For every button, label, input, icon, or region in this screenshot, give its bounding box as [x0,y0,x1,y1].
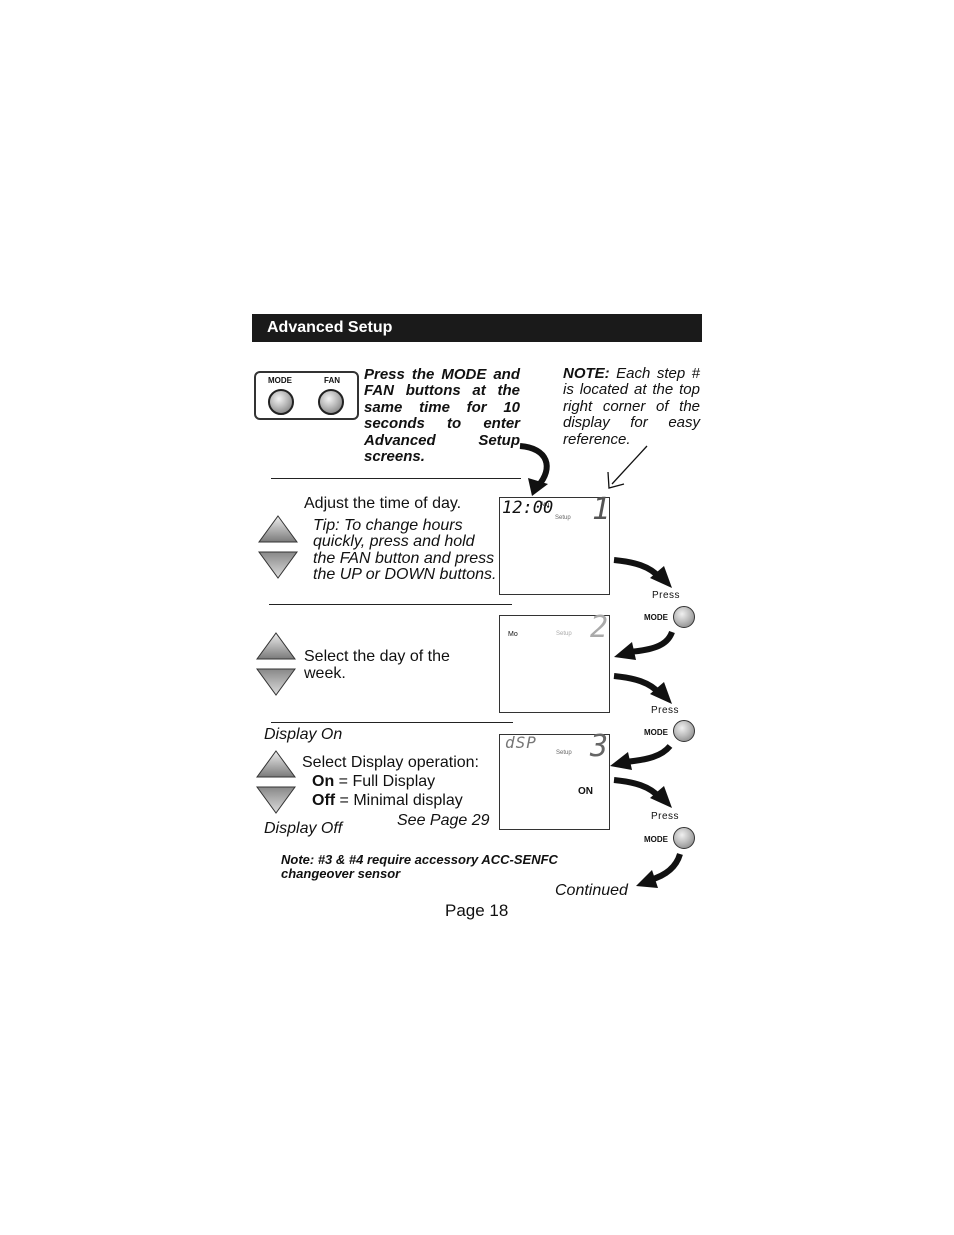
pointer-arrow-icon [607,445,648,489]
display-on-option: On = Full Display [312,773,435,790]
up-arrow-button[interactable] [258,515,298,543]
lcd-step-number: 1 [592,492,611,527]
continued-label: Continued [555,882,628,899]
display-on-label: Display On [264,726,343,743]
lcd-display-step1: 12:00 Am Setup 1 [499,492,610,595]
section-header: Advanced Setup [252,314,702,342]
lcd-display-step2: Mo Setup 2 [499,610,610,713]
curved-arrow-icon [636,852,683,888]
mode-button[interactable] [673,720,695,742]
note-label: NOTE: [563,365,610,382]
down-arrow-button[interactable] [256,786,296,814]
curved-arrow-icon [610,744,673,770]
accessory-footnote: Note: #3 & #4 require accessory ACC-SENF… [281,852,558,881]
lcd-display-step3: dSP Setup 3 ON [499,729,610,830]
mode-label: MODE [644,613,668,622]
mode-button-label: MODE [268,376,292,385]
mode-fan-button-panel: MODE FAN [254,371,359,420]
curved-arrow-icon [613,557,672,588]
off-option-label: Off [312,792,336,809]
press-label: Press [652,590,681,601]
divider [269,604,512,605]
press-label: Press [651,811,680,822]
mode-button[interactable] [673,606,695,628]
press-label: Press [651,705,680,716]
down-arrow-button[interactable] [258,551,298,579]
on-option-desc: = Full Display [334,773,436,790]
section-title: Advanced Setup [267,319,393,336]
mode-button[interactable] [673,827,695,849]
curved-arrow-icon [613,673,672,704]
down-arrow-button[interactable] [256,668,296,696]
lcd-step-number: 3 [590,729,609,764]
up-arrow-button[interactable] [256,632,296,660]
mode-label: MODE [644,835,668,844]
curved-arrow-icon [519,443,550,496]
fan-button-label: FAN [324,376,340,385]
lcd-time: 12:00 [502,498,554,518]
fan-button[interactable] [318,389,344,415]
see-page-reference: See Page 29 [397,812,490,829]
mode-label: MODE [644,728,668,737]
lcd-setup-label: Setup [556,750,572,756]
curved-arrow-icon [613,777,672,808]
step3-instruction: Select Display operation: [302,754,479,771]
on-option-label: On [312,773,335,790]
lcd-value: ON [578,786,593,797]
up-arrow-button[interactable] [256,750,296,778]
divider [271,722,513,723]
curved-arrow-icon [614,630,675,660]
lcd-code: dSP [505,733,537,752]
display-off-option: Off = Minimal display [312,792,463,809]
lcd-ampm: Am [540,502,549,508]
step-number-note: NOTE: Each step # is located at the top … [563,365,700,448]
lcd-step-number: 2 [590,610,609,645]
display-off-label: Display Off [264,820,343,837]
step2-instruction: Select the day of the week. [304,648,450,682]
mode-button[interactable] [268,389,294,415]
lcd-day: Mo [508,631,518,638]
intro-instruction: Press the MODE and FAN buttons at the sa… [364,366,520,466]
off-option-desc: = Minimal display [335,792,463,809]
lcd-setup-label: Setup [556,631,572,637]
lcd-setup-label: Setup [555,515,571,521]
step1-tip: Tip: To change hours quickly, press and … [313,517,497,584]
divider [271,478,521,479]
page-number: Page 18 [445,901,509,920]
step1-instruction: Adjust the time of day. [304,495,462,512]
note-body: Each step # is located at the top right … [563,365,700,448]
